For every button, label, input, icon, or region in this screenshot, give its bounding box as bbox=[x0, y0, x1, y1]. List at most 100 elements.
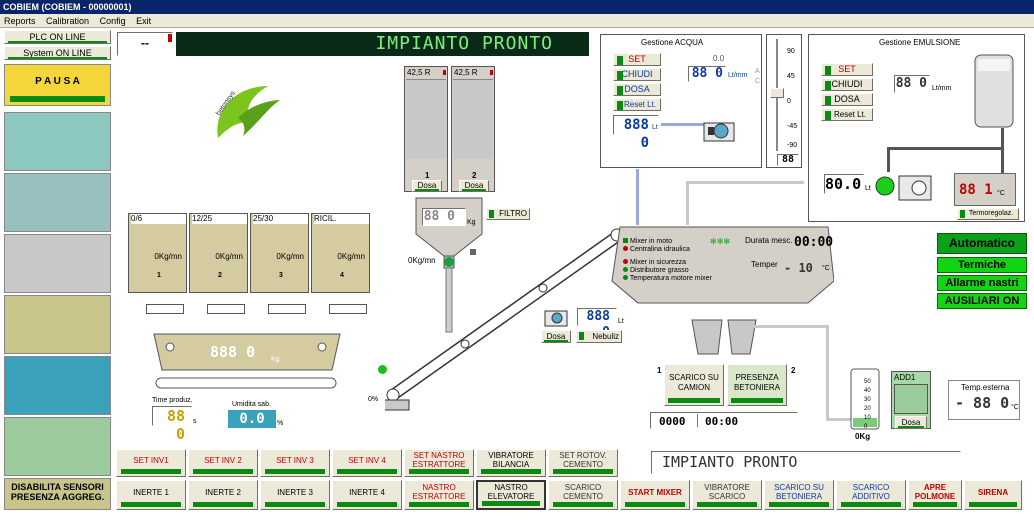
automatico-button[interactable]: Automatico bbox=[937, 233, 1027, 254]
color-tile-2[interactable] bbox=[4, 173, 111, 232]
cement-dosa-2[interactable]: Dosa bbox=[459, 180, 489, 192]
status-display: IMPIANTO PRONTO bbox=[176, 32, 589, 56]
acqua-lcd: 88 0 bbox=[688, 66, 726, 82]
nebuliz-button[interactable]: Nebuliz bbox=[576, 330, 622, 343]
aggregate-bin-4[interactable]: RICIL. 0Kg/mn 4 bbox=[311, 213, 370, 293]
nastro-elevatore-button[interactable]: NASTRO ELEVATORE bbox=[476, 480, 546, 510]
cement-silo-2[interactable]: 42,5 R 2 Dosa bbox=[451, 66, 495, 192]
emulsione-unit: Lt/mm bbox=[932, 85, 952, 92]
emulsione-title: Gestione EMULSIONE bbox=[879, 38, 961, 47]
start-mixer-button[interactable]: START MIXER bbox=[620, 480, 690, 510]
mixer[interactable]: Mixer in moto Centralina idraulica Mixer… bbox=[608, 223, 834, 305]
termoregolaz-button[interactable]: Termoregolaz. bbox=[957, 208, 1019, 220]
cement-rate: 0Kg/mn bbox=[408, 256, 436, 265]
aggregate-bin-1[interactable]: 0/6 0Kg/mn 1 bbox=[128, 213, 187, 293]
color-tile-3[interactable] bbox=[4, 234, 111, 293]
menu-calibration[interactable]: Calibration bbox=[46, 16, 90, 26]
inerte2-button[interactable]: INERTE 2 bbox=[188, 480, 258, 510]
acqua-title: Gestione ACQUA bbox=[641, 38, 704, 47]
apre-polmone-button[interactable]: APRE POLMONE bbox=[908, 480, 962, 510]
filtro-button[interactable]: FILTRO bbox=[486, 208, 530, 220]
emulsione-temp: 88 1 bbox=[959, 182, 993, 198]
sirena-button[interactable]: SIRENA bbox=[964, 480, 1022, 510]
acqua-set-button[interactable]: SET bbox=[613, 53, 661, 66]
mixer-status-3: Mixer in sicurezza bbox=[623, 259, 712, 267]
set-inv2-button[interactable]: SET INV 2 bbox=[188, 449, 258, 477]
set-inv1-button[interactable]: SET INV1 bbox=[116, 449, 186, 477]
additive-pump-icon bbox=[544, 310, 568, 327]
pausa-button[interactable]: P A U S A bbox=[4, 64, 111, 106]
presenza-betoniera-button[interactable]: PRESENZA BETONIERA bbox=[727, 364, 787, 406]
cement-dosa-1[interactable]: Dosa bbox=[412, 180, 442, 192]
nastro-estrattore-button[interactable]: NASTRO ESTRATTORE bbox=[404, 480, 474, 510]
menu-reports[interactable]: Reports bbox=[4, 16, 36, 26]
discharge-1-num: 1 bbox=[657, 366, 662, 375]
slider-ticks: 90 45 0 -45 -90 bbox=[787, 48, 798, 149]
plc-status: PLC ON LINE bbox=[4, 30, 111, 44]
emulsione-set-button[interactable]: SET bbox=[821, 63, 873, 76]
cement-scale: 88 0 bbox=[422, 208, 466, 226]
emulsione-temp-unit: °C bbox=[997, 190, 1005, 197]
discharge-chute-icon bbox=[691, 319, 757, 355]
termiche-status: Termiche bbox=[937, 257, 1027, 273]
umidita-label: Umidita sab. bbox=[232, 401, 271, 408]
temp-esterna-value: - 88 0 bbox=[955, 394, 1010, 412]
disabilita-sensori-button[interactable]: DISABILITA SENSORI PRESENZA AGGREG. bbox=[4, 478, 111, 510]
inerte1-button[interactable]: INERTE 1 bbox=[116, 480, 186, 510]
acqua-counter-unit: Lt bbox=[652, 124, 658, 131]
color-tile-5[interactable] bbox=[4, 356, 111, 415]
acqua-value: 0.0 bbox=[713, 54, 725, 63]
set-nastro-estrattore-button[interactable]: SET NASTRO ESTRATTORE bbox=[404, 449, 474, 477]
scarico-additivo-button[interactable]: SCARICO ADDITIVO bbox=[836, 480, 906, 510]
set-rotov-cemento-button[interactable]: SET ROTOV. CEMENTO bbox=[548, 449, 618, 477]
temp-esterna-unit: °C bbox=[1011, 404, 1019, 411]
temper-label: Temper bbox=[751, 260, 778, 269]
acqua-c-label: C bbox=[755, 78, 761, 85]
acqua-dosa-button[interactable]: DOSA bbox=[613, 83, 661, 96]
vibratore-bilancia-button[interactable]: VIBRATORE BILANCIA bbox=[476, 449, 546, 477]
aggregate-bin-3[interactable]: 25/30 0Kg/mn 3 bbox=[250, 213, 309, 293]
measuring-cylinder-icon bbox=[850, 368, 880, 430]
acqua-reset-button[interactable]: Reset Lt. bbox=[613, 98, 661, 111]
aggregate-bin-2[interactable]: 12/25 0Kg/mn 2 bbox=[189, 213, 248, 293]
emulsione-panel: Gestione EMULSIONE SET CHIUDI DOSA Reset… bbox=[808, 34, 1025, 222]
color-tile-6[interactable] bbox=[4, 417, 111, 476]
scarico-camion-button[interactable]: SCARICO SU CAMION bbox=[664, 364, 724, 406]
cement-silo-1[interactable]: 42,5 R 1 Dosa bbox=[404, 66, 448, 192]
vibratore-scarico-button[interactable]: VIBRATORE SCARICO bbox=[692, 480, 762, 510]
pump-icon bbox=[703, 122, 735, 142]
scarico-betoniera-button[interactable]: SCARICO SU BETONIERA bbox=[764, 480, 834, 510]
inerte4-button[interactable]: INERTE 4 bbox=[332, 480, 402, 510]
color-tile-4[interactable] bbox=[4, 295, 111, 354]
emulsione-counter: 80.0 bbox=[824, 174, 864, 194]
status-display-2: IMPIANTO PRONTO bbox=[651, 451, 961, 474]
scarico-cemento-button[interactable]: SCARICO CEMENTO bbox=[548, 480, 618, 510]
ausiliari-status: AUSILIARI ON bbox=[937, 293, 1027, 309]
menu-config[interactable]: Config bbox=[99, 16, 126, 26]
emulsione-reset-button[interactable]: Reset Lt. bbox=[821, 108, 873, 121]
temp-esterna-panel: Temp.esterna - 88 0 °C bbox=[948, 380, 1020, 420]
inerte3-button[interactable]: INERTE 3 bbox=[260, 480, 330, 510]
small-display-led bbox=[168, 34, 172, 42]
emulsione-counter-unit: Lt bbox=[865, 185, 871, 192]
cement-scale-unit: Kg bbox=[467, 219, 476, 226]
emulsione-dosa-button[interactable]: DOSA bbox=[821, 93, 873, 106]
set-inv3-button[interactable]: SET INV 3 bbox=[260, 449, 330, 477]
umidita-lcd: 0.0 bbox=[228, 410, 276, 428]
color-tile-1[interactable] bbox=[4, 112, 111, 171]
feeder-4 bbox=[329, 304, 367, 314]
acqua-chiudi-button[interactable]: CHIUDI bbox=[613, 68, 661, 81]
slider-thumb[interactable] bbox=[770, 88, 784, 98]
angle-slider[interactable]: 90 45 0 -45 -90 88 bbox=[766, 34, 802, 168]
add1-dosa-button[interactable]: Dosa bbox=[895, 416, 927, 429]
emulsion-tank-icon bbox=[974, 54, 1014, 128]
time-produz-lcd: 88 0 bbox=[152, 406, 192, 443]
menu-exit[interactable]: Exit bbox=[136, 16, 152, 26]
additive-counter: 888 0 bbox=[577, 308, 617, 340]
feeder-1 bbox=[146, 304, 184, 314]
emulsione-chiudi-button[interactable]: CHIUDI bbox=[821, 78, 873, 91]
menu-bar: Reports Calibration Config Exit bbox=[0, 14, 1034, 28]
additive-dosa-button[interactable]: Dosa bbox=[541, 330, 571, 343]
belt-percentage: 0% bbox=[368, 396, 379, 403]
set-inv4-button[interactable]: SET INV 4 bbox=[332, 449, 402, 477]
